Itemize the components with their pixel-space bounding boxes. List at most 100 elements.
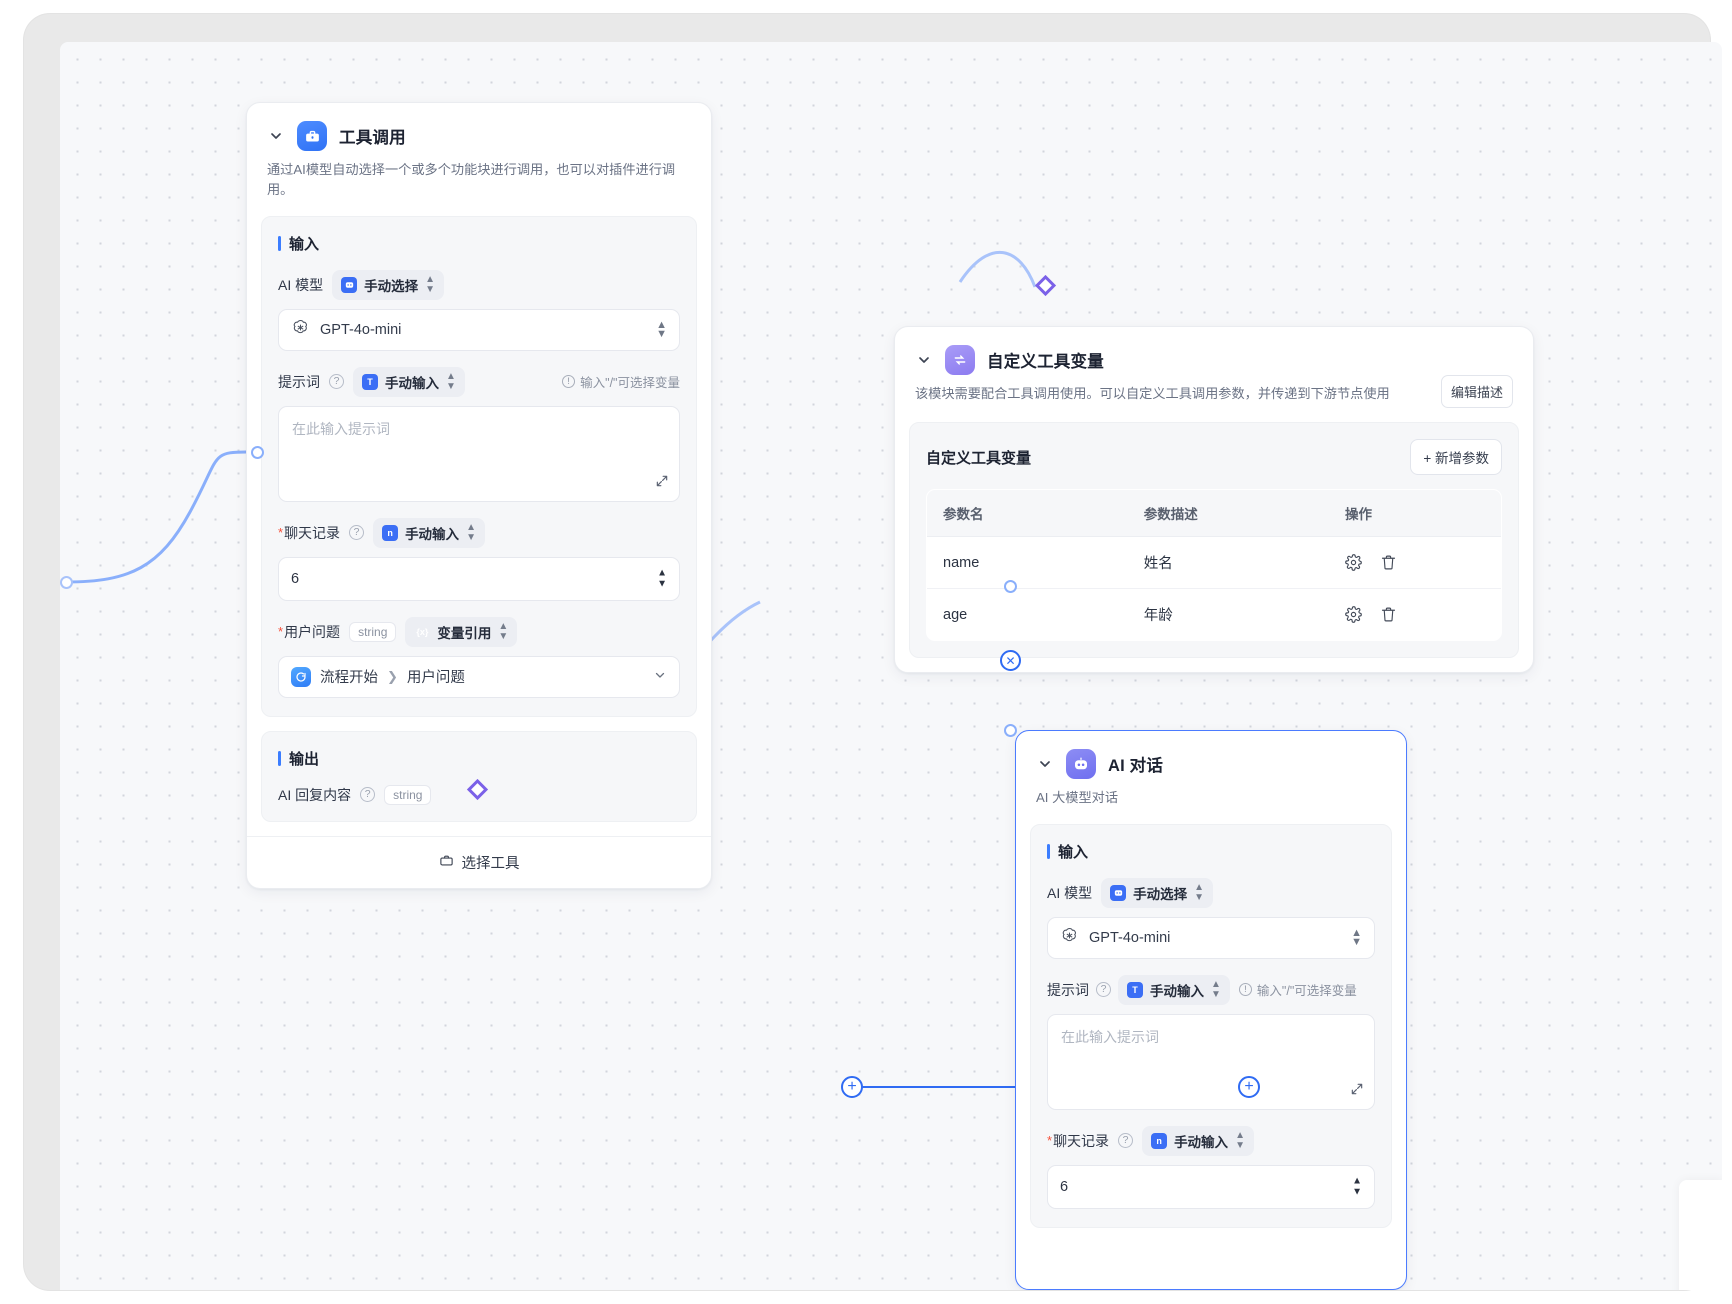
column-actions: 操作 — [1329, 490, 1501, 537]
help-icon[interactable]: ? — [360, 787, 376, 803]
prompt-textarea[interactable]: 在此输入提示词 — [1047, 1013, 1375, 1110]
select-tool-label: 选择工具 — [461, 855, 520, 872]
panel-title: 自定义工具变量 — [926, 449, 1032, 467]
toolbox-small-icon — [439, 853, 454, 872]
prompt-mode-select[interactable]: T 手动输入 ▲▼ — [1118, 974, 1230, 1005]
output-type-tag: string — [384, 784, 432, 805]
chat-history-mode-select[interactable]: n 手动输入 ▲▼ — [1142, 1125, 1254, 1156]
prompt-placeholder: 在此输入提示词 — [1061, 1028, 1159, 1045]
output-section: 输出 AI 回复内容 ? string — [261, 730, 697, 822]
chat-history-input[interactable]: 6 ▲▼ — [1047, 1164, 1375, 1209]
output-section-title: 输出 — [278, 748, 680, 769]
field-user-question: 用户问题 string {x} 变量引用 ▲▼ — [278, 616, 680, 698]
help-icon[interactable]: ? — [349, 525, 365, 541]
add-node-right-button[interactable]: + — [1238, 1076, 1260, 1098]
add-node-left-button[interactable]: + — [841, 1076, 863, 1098]
ai-chat-input-port[interactable] — [1004, 724, 1017, 737]
stepper-down-icon[interactable]: ▼ — [1352, 1186, 1362, 1198]
ai-model-value: GPT-4o-mini — [1089, 929, 1171, 946]
section-label: 输出 — [289, 750, 320, 768]
section-label: 输入 — [289, 235, 320, 253]
node-vars-header: 自定义工具变量 该模块需要配合工具调用使用。可以自定义工具调用参数，并传递到下游… — [895, 327, 1533, 408]
help-icon[interactable]: ? — [1096, 982, 1111, 998]
number-stepper[interactable]: ▲▼ — [657, 567, 667, 590]
ai-model-select[interactable]: GPT-4o-mini ▲▼ — [278, 308, 680, 351]
robot-mini-icon — [1110, 884, 1127, 901]
user-question-mode-label: 变量引用 — [437, 625, 492, 641]
stepper-down-icon[interactable]: ▼ — [657, 578, 667, 590]
table-row[interactable]: age 年龄 — [927, 589, 1501, 641]
chat-history-label: 聊天记录 — [278, 523, 340, 543]
collapse-chevron-icon[interactable] — [915, 351, 933, 369]
workflow-canvas[interactable]: 工具调用 通过AI模型自动选择一个或多个功能块进行调用，也可以对插件进行调用。 … — [60, 42, 1722, 1290]
user-question-mode-select[interactable]: {x} 变量引用 ▲▼ — [405, 616, 518, 647]
table-row[interactable]: name 姓名 — [927, 536, 1501, 589]
delete-icon[interactable] — [1380, 554, 1397, 571]
robot-icon — [1066, 749, 1096, 779]
column-param-name: 参数名 — [927, 490, 1128, 537]
variable-field: 用户问题 — [406, 670, 465, 687]
tool-call-input-port[interactable] — [251, 446, 264, 459]
prompt-hint: ! 输入"/"可选择变量 — [1238, 980, 1357, 999]
edge-start-port[interactable] — [60, 576, 73, 589]
chevron-updown-icon: ▲▼ — [466, 521, 476, 543]
ai-model-label: AI 模型 — [278, 276, 324, 293]
ai-model-mode-select[interactable]: 手动选择 ▲▼ — [332, 269, 445, 300]
stepper-up-icon[interactable]: ▲ — [657, 567, 667, 579]
info-icon: ! — [562, 375, 576, 389]
user-question-label: 用户问题 — [278, 622, 340, 642]
expand-icon[interactable] — [655, 474, 669, 493]
stepper-up-icon[interactable]: ▲ — [1352, 1175, 1362, 1187]
robot-mini-icon — [341, 276, 358, 293]
help-icon[interactable]: ? — [329, 374, 344, 390]
input-section-title: 输入 — [1047, 841, 1375, 862]
info-icon: ! — [1238, 983, 1252, 997]
add-parameter-button[interactable]: + 新增参数 — [1410, 439, 1502, 475]
chevron-updown-icon[interactable]: ▲▼ — [1351, 927, 1362, 948]
output-row: AI 回复内容 ? string — [278, 784, 680, 805]
node-ai-chat[interactable]: AI 对话 AI 大模型对话 输入 AI 模型 — [1015, 730, 1407, 1290]
select-tool-button[interactable]: 选择工具 — [247, 835, 711, 888]
ai-model-mode-select[interactable]: 手动选择 ▲▼ — [1101, 877, 1214, 908]
chat-history-mode-select[interactable]: n 手动输入 ▲▼ — [373, 517, 485, 548]
help-icon[interactable]: ? — [1118, 1133, 1134, 1149]
node-tool-call[interactable]: 工具调用 通过AI模型自动选择一个或多个功能块进行调用，也可以对插件进行调用。 … — [246, 102, 712, 889]
chat-history-input[interactable]: 6 ▲▼ — [278, 556, 680, 601]
text-mini-icon: T — [362, 373, 378, 390]
flow-start-icon — [291, 666, 311, 687]
right-side-panel-handle[interactable] — [1679, 1180, 1722, 1290]
tool-vars-output-port[interactable] — [1004, 580, 1017, 593]
ai-model-mode-label: 手动选择 — [364, 278, 419, 294]
param-actions-cell — [1329, 536, 1501, 589]
node-description: 该模块需要配合工具调用使用。可以自定义工具调用参数，并传递到下游节点使用 — [915, 386, 1390, 401]
chevron-updown-icon: ▲▼ — [425, 273, 436, 295]
variable-source: 流程开始 — [320, 670, 378, 687]
remove-edge-button[interactable]: ✕ — [1000, 650, 1021, 671]
parameters-table: 参数名 参数描述 操作 name 姓名 — [926, 489, 1502, 641]
prompt-mode-select[interactable]: T 手动输入 ▲▼ — [353, 366, 465, 397]
chat-history-mode-label: 手动输入 — [1174, 1134, 1229, 1150]
ai-model-mode-label: 手动选择 — [1133, 886, 1188, 902]
delete-icon[interactable] — [1380, 606, 1397, 623]
edit-description-button[interactable]: 编辑描述 — [1440, 375, 1513, 408]
gear-icon[interactable] — [1345, 554, 1362, 571]
gear-icon[interactable] — [1345, 606, 1362, 623]
chevron-updown-icon: ▲▼ — [1194, 881, 1205, 903]
ai-model-select[interactable]: GPT-4o-mini ▲▼ — [1047, 916, 1375, 959]
openai-icon — [1060, 926, 1079, 949]
chevron-updown-icon: ▲▼ — [498, 620, 509, 642]
chat-history-mode-label: 手动输入 — [405, 526, 460, 542]
collapse-chevron-icon[interactable] — [1036, 755, 1054, 773]
prompt-textarea[interactable]: 在此输入提示词 — [278, 405, 680, 502]
ai-model-value: GPT-4o-mini — [320, 321, 402, 338]
number-stepper[interactable]: ▲▼ — [1352, 1175, 1362, 1198]
chevron-updown-icon[interactable]: ▲▼ — [656, 318, 667, 340]
user-question-variable-select[interactable]: 流程开始 ❯ 用户问题 — [278, 655, 680, 698]
chevron-down-icon[interactable] — [653, 668, 667, 686]
collapse-chevron-icon[interactable] — [267, 127, 285, 145]
expand-icon[interactable] — [1350, 1082, 1364, 1101]
chevron-updown-icon: ▲▼ — [446, 370, 456, 392]
node-title: 自定义工具变量 — [987, 353, 1104, 371]
node-custom-tool-vars[interactable]: 自定义工具变量 该模块需要配合工具调用使用。可以自定义工具调用参数，并传递到下游… — [894, 326, 1534, 673]
